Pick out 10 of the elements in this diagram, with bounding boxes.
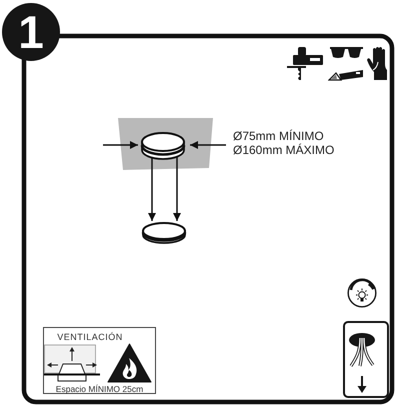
dimension-label: Ø75mm MÍNIMO bbox=[233, 129, 324, 143]
arrow bbox=[173, 157, 181, 221]
panel-title: VENTILACIÓN bbox=[56, 332, 124, 342]
downlight-disc bbox=[141, 221, 187, 246]
downlight-fixture bbox=[140, 131, 186, 161]
step-number: 1 bbox=[2, 3, 60, 61]
arrow bbox=[148, 157, 156, 221]
dimension-label: Ø160mm MÁXIMO bbox=[233, 143, 334, 157]
spacing-note: Espacio MÍNIMO 25cm bbox=[54, 384, 144, 394]
ventilation-panel bbox=[43, 327, 156, 394]
